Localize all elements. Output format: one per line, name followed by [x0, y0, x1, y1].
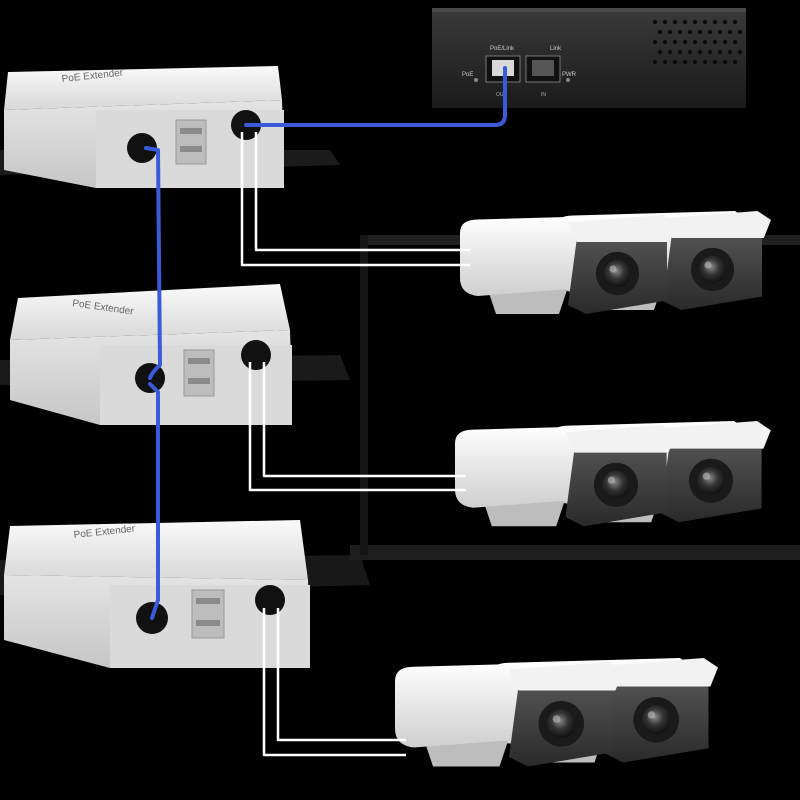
vent-hole [728, 30, 732, 34]
vent-hole [713, 20, 717, 24]
vent-hole [693, 20, 697, 24]
poe-led-icon [474, 78, 478, 82]
label-link: Link [550, 46, 562, 52]
label-poe: PoE [462, 72, 473, 78]
extender-clip-3 [192, 590, 224, 638]
vent-hole [663, 40, 667, 44]
vent-hole [723, 60, 727, 64]
extender-clip-1 [176, 120, 206, 164]
camera-pair-2 [455, 421, 771, 526]
vent-hole [688, 30, 692, 34]
vent-hole [703, 20, 707, 24]
extender-clip-2 [184, 350, 214, 396]
vent-hole [653, 40, 657, 44]
poe-injector: PoE/Link Link PoE PWR OUT IN [432, 8, 746, 108]
vent-hole [703, 60, 707, 64]
vent-hole [733, 60, 737, 64]
vent-hole [718, 50, 722, 54]
extender-port-out-3 [255, 585, 285, 615]
vent-hole [663, 60, 667, 64]
vent-hole [718, 30, 722, 34]
vent-hole [713, 60, 717, 64]
vent-hole [653, 60, 657, 64]
rj45-port-empty [532, 60, 554, 76]
vent-hole [708, 30, 712, 34]
vent-hole [698, 50, 702, 54]
vent-hole [723, 40, 727, 44]
camera-pair-1 [460, 211, 771, 314]
vent-hole [678, 30, 682, 34]
vent-hole [723, 20, 727, 24]
label-in: IN [541, 92, 546, 98]
vent-hole [673, 60, 677, 64]
vent-hole [688, 50, 692, 54]
vent-hole [733, 40, 737, 44]
vent-hole [713, 40, 717, 44]
vent-hole [708, 50, 712, 54]
label-pwr: PWR [562, 72, 577, 78]
vent-hole [733, 20, 737, 24]
vent-hole [738, 30, 742, 34]
vent-hole [683, 20, 687, 24]
vent-hole [668, 50, 672, 54]
vent-hole [653, 20, 657, 24]
vent-hole [728, 50, 732, 54]
vent-hole [698, 30, 702, 34]
extender-port-out-2 [241, 340, 271, 370]
vent-hole [693, 40, 697, 44]
vent-hole [668, 30, 672, 34]
vent-hole [663, 20, 667, 24]
vent-hole [738, 50, 742, 54]
vent-hole [693, 60, 697, 64]
pwr-led-icon [566, 78, 570, 82]
vent-hole [658, 30, 662, 34]
vent-hole [683, 60, 687, 64]
camera-pair-3 [395, 658, 718, 767]
vent-hole [683, 40, 687, 44]
label-poe-link: PoE/Link [490, 46, 515, 52]
vent-hole [703, 40, 707, 44]
vent-hole [673, 40, 677, 44]
vent-hole [658, 50, 662, 54]
vent-hole [678, 50, 682, 54]
vent-hole [673, 20, 677, 24]
